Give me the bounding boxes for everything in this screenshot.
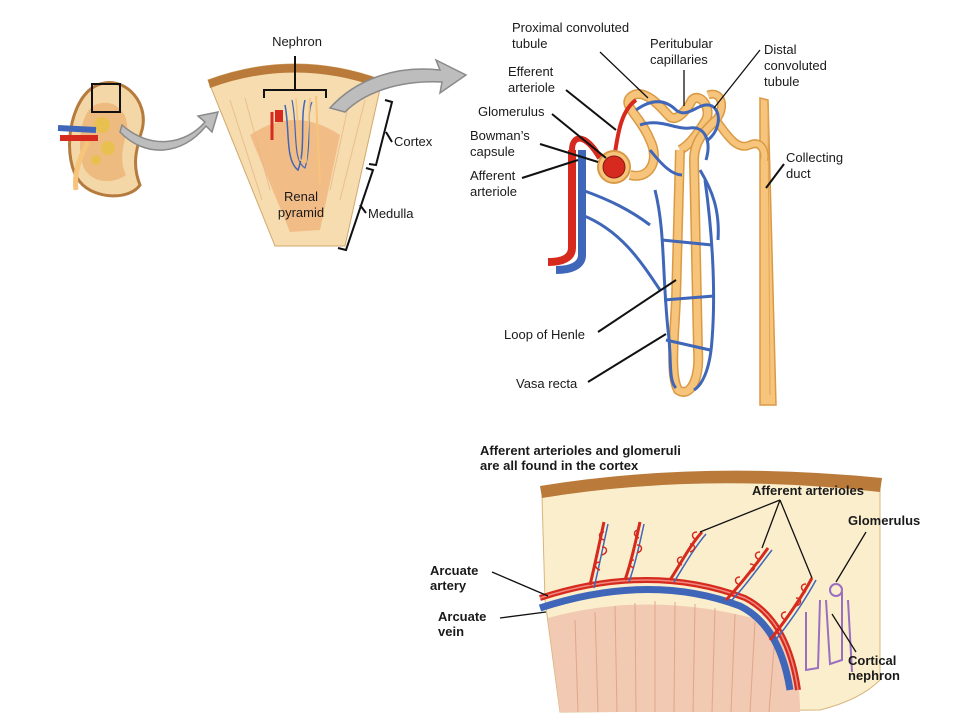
distal-tubule-label-3: tubule <box>764 74 799 89</box>
kidney-overview-panel: Nephron Cortex Medulla Renal pyramid <box>57 34 468 252</box>
nephron-label: Nephron <box>272 34 322 49</box>
medulla-bracket <box>337 167 375 252</box>
cortical-nephron-label-2: nephron <box>848 668 900 683</box>
vasa-recta-label: Vasa recta <box>516 376 578 391</box>
interlobular-branch <box>768 577 817 643</box>
zoom-arrow-1 <box>119 111 220 151</box>
glomerulus-cortex-label: Glomerulus <box>848 513 920 528</box>
glomerulus-bowmans-capsule <box>597 150 631 184</box>
arcuate-artery-label-1: Arcuate <box>430 563 478 578</box>
cortical-nephron <box>805 583 853 673</box>
efferent-label-1: Efferent <box>508 64 554 79</box>
renal-vessels <box>547 135 662 291</box>
distal-tubule-leader <box>713 49 761 109</box>
collecting-duct-label-1: Collecting <box>786 150 843 165</box>
arcuate-artery-label-2: artery <box>430 578 467 593</box>
renal-pyramid-label-2: pyramid <box>278 205 324 220</box>
collecting-duct-label-2: duct <box>786 166 811 181</box>
cortex-detail-panel: Afferent arterioles and glomeruli are al… <box>430 443 920 713</box>
vasa-recta-leader <box>587 333 667 383</box>
distal-tubule-label-2: convoluted <box>764 58 827 73</box>
afferent-leader <box>521 159 579 179</box>
loop-of-henle-label: Loop of Henle <box>504 327 585 342</box>
arcuate-vein <box>538 586 794 691</box>
arcuate-vein-leader <box>499 611 547 619</box>
cortex-title-line-1: Afferent arterioles and glomeruli <box>480 443 681 458</box>
peritubular-label-2: capillaries <box>650 52 708 67</box>
collecting-duct <box>759 97 777 406</box>
peritubular-capillaries <box>635 100 720 392</box>
kidney-illustration <box>57 81 145 198</box>
mini-nephron <box>270 95 321 186</box>
interlobular-branch <box>724 547 773 603</box>
nephron-bracket <box>263 56 327 98</box>
distal-tubule-label-1: Distal <box>764 42 797 57</box>
renal-pyramid-label-1: Renal <box>284 189 318 204</box>
collecting-duct-leader <box>765 163 785 189</box>
efferent-label-2: arteriole <box>508 80 555 95</box>
efferent-leader <box>565 89 617 131</box>
bowmans-label-1: Bowman’s <box>470 128 530 143</box>
selection-box <box>91 83 121 113</box>
interlobular-branch <box>668 530 707 583</box>
interlobular-branch <box>588 521 609 589</box>
glomerulus-cortex-leader <box>835 531 867 583</box>
proximal-tubule-leader <box>599 51 649 99</box>
arcuate-artery-leader <box>491 571 549 597</box>
proximal-tubule-label-2: tubule <box>512 36 547 51</box>
cortex-bracket <box>368 99 394 167</box>
zoom-arrow-2 <box>328 58 468 113</box>
afferent-arteriole-curls <box>594 529 807 621</box>
cortex-title-line-2: are all found in the cortex <box>480 458 639 473</box>
glomerulus-label: Glomerulus <box>478 104 545 119</box>
cortical-nephron-label-1: Cortical <box>848 653 896 668</box>
proximal-tubule-label-1: Proximal convoluted <box>512 20 629 35</box>
interlobular-arteries <box>588 521 817 643</box>
arcuate-vein-label-2: vein <box>438 624 464 639</box>
afferent-label-2: arteriole <box>470 184 517 199</box>
arcuate-vein-label-1: Arcuate <box>438 609 486 624</box>
medulla-label: Medulla <box>368 206 414 221</box>
loop-of-henle-leader <box>597 279 677 333</box>
glomerulus-leader <box>551 113 607 159</box>
afferent-label-1: Afferent <box>470 168 516 183</box>
peritubular-label-1: Peritubular <box>650 36 714 51</box>
afferent-arterioles-label: Afferent arterioles <box>752 483 864 498</box>
bowmans-label-2: capsule <box>470 144 515 159</box>
nephron-detail-panel: Proximal convoluted tubule Peritubular c… <box>470 20 843 406</box>
afferent-arterioles-leaders <box>699 499 813 579</box>
renal-capsule <box>540 470 882 498</box>
cortical-nephron-leader <box>831 613 857 653</box>
bowmans-leader <box>539 143 599 163</box>
cortex-label: Cortex <box>394 134 433 149</box>
